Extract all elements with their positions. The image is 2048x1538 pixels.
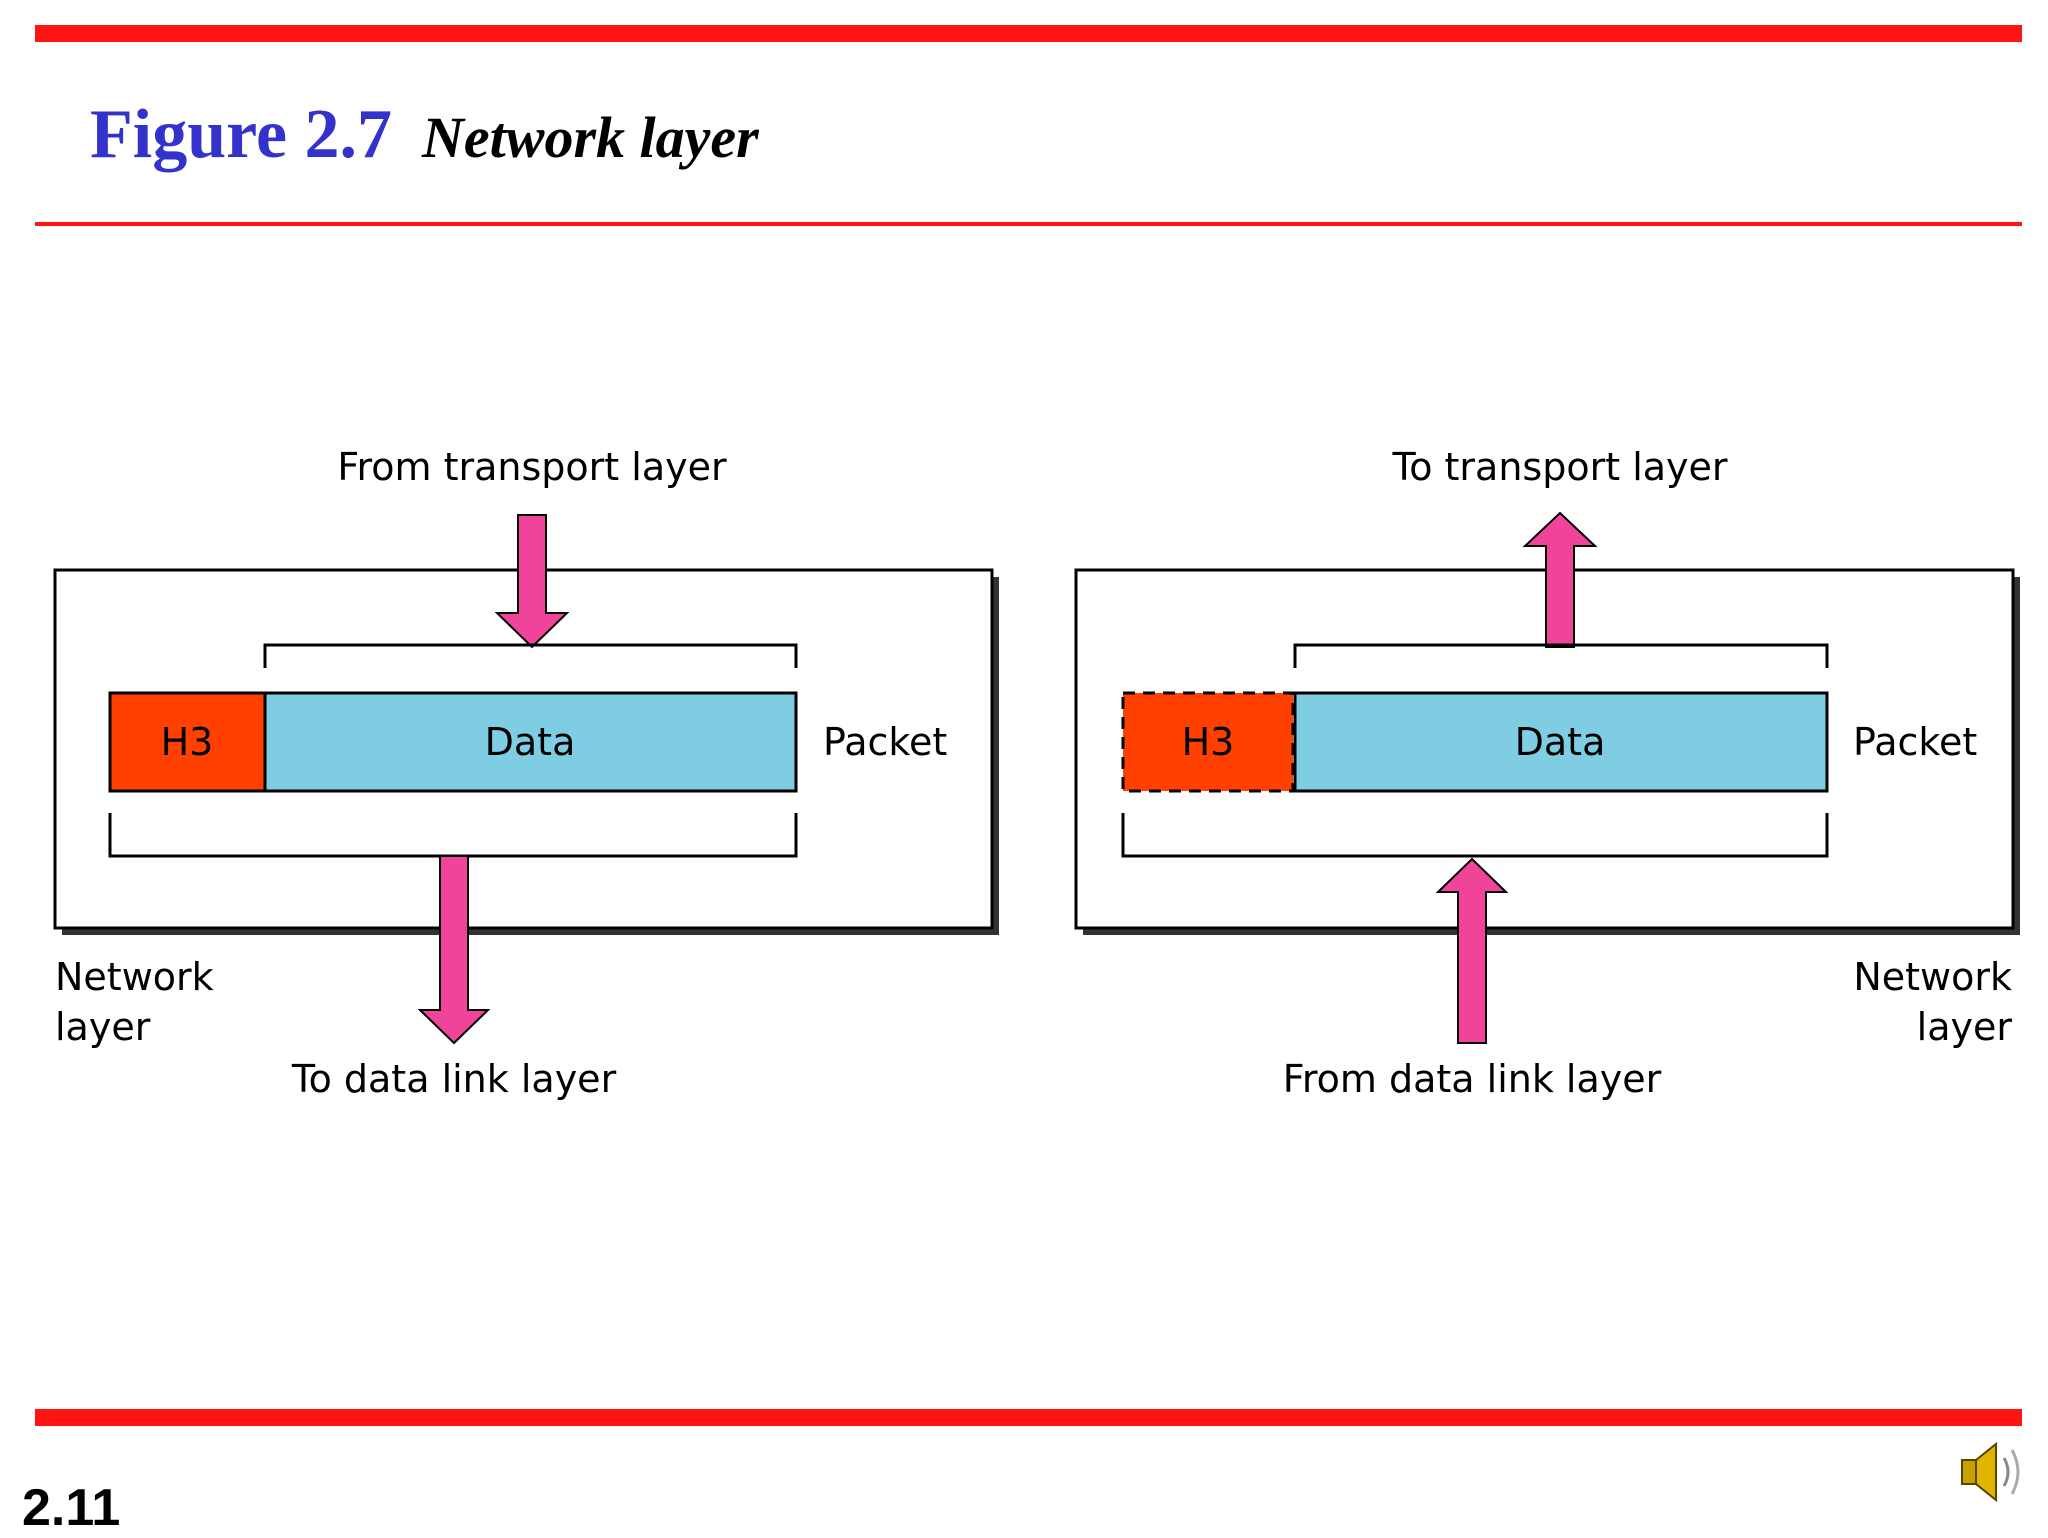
sender-data-bracket (263, 643, 798, 668)
figure-number: Figure 2.7 (90, 96, 393, 173)
receiver-h3-header (1121, 691, 1295, 793)
receiver-data-bracket (1293, 643, 1829, 668)
receiver-data-label: Data (1515, 720, 1606, 764)
up-arrow-from-data-link (1435, 857, 1509, 1044)
up-arrow-to-transport (1522, 511, 1598, 648)
sender-data-label: Data (485, 720, 576, 764)
title-underline (35, 222, 2022, 226)
receiver-packet-label: Packet (1853, 720, 1977, 764)
receiver-layer-label-line1: Network (1853, 955, 2012, 999)
down-arrow-from-transport (494, 514, 570, 649)
down-arrow-to-data-link (417, 855, 491, 1045)
sender-layer-label-line1: Network (55, 955, 214, 999)
receiver-h3-label: H3 (1182, 720, 1235, 764)
bottom-rule (35, 1409, 2022, 1426)
receiver-bottom-label: From data link layer (1283, 1057, 1662, 1101)
speaker-icon[interactable] (1961, 1441, 2020, 1503)
sender-packet-label: Packet (823, 720, 947, 764)
top-rule (35, 25, 2022, 42)
sender-panel: From transport layer H3 Data Packet To d… (53, 445, 999, 1101)
sender-top-label: From transport layer (337, 445, 727, 489)
figure-title: Figure 2.7 Network layer (90, 95, 759, 175)
sender-bottom-label: To data link layer (291, 1057, 617, 1101)
page-number: 2.11 (22, 1479, 121, 1537)
sender-data-block (263, 691, 798, 793)
sender-layer-label-line2: layer (55, 1005, 151, 1049)
sender-h3-label: H3 (161, 720, 214, 764)
receiver-packet-bracket (1121, 813, 1829, 858)
receiver-top-label: To transport layer (1391, 445, 1727, 489)
figure-caption: Network layer (422, 105, 759, 170)
receiver-layer-label-line2: layer (1917, 1005, 2013, 1049)
receiver-data-block (1293, 691, 1829, 793)
receiver-panel: To transport layer H3 Data Packet From d… (1074, 445, 2020, 1101)
